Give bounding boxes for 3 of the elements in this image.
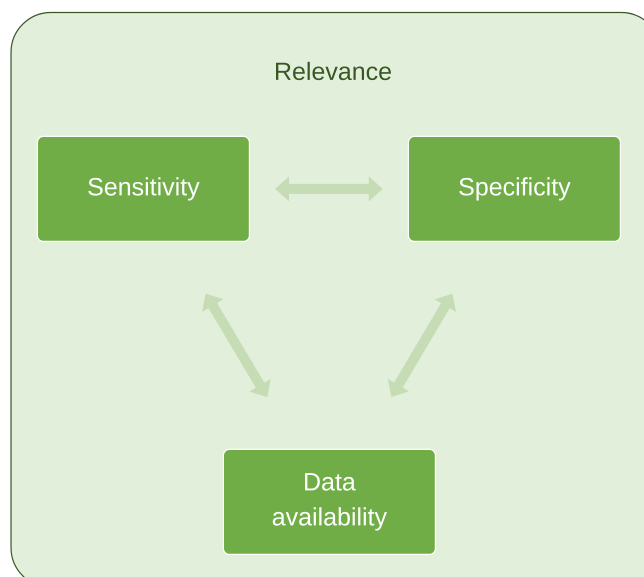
process-box: Specificity [408,136,621,242]
process-box: Data availability [222,448,436,555]
process-box: Sensitivity [36,136,250,242]
